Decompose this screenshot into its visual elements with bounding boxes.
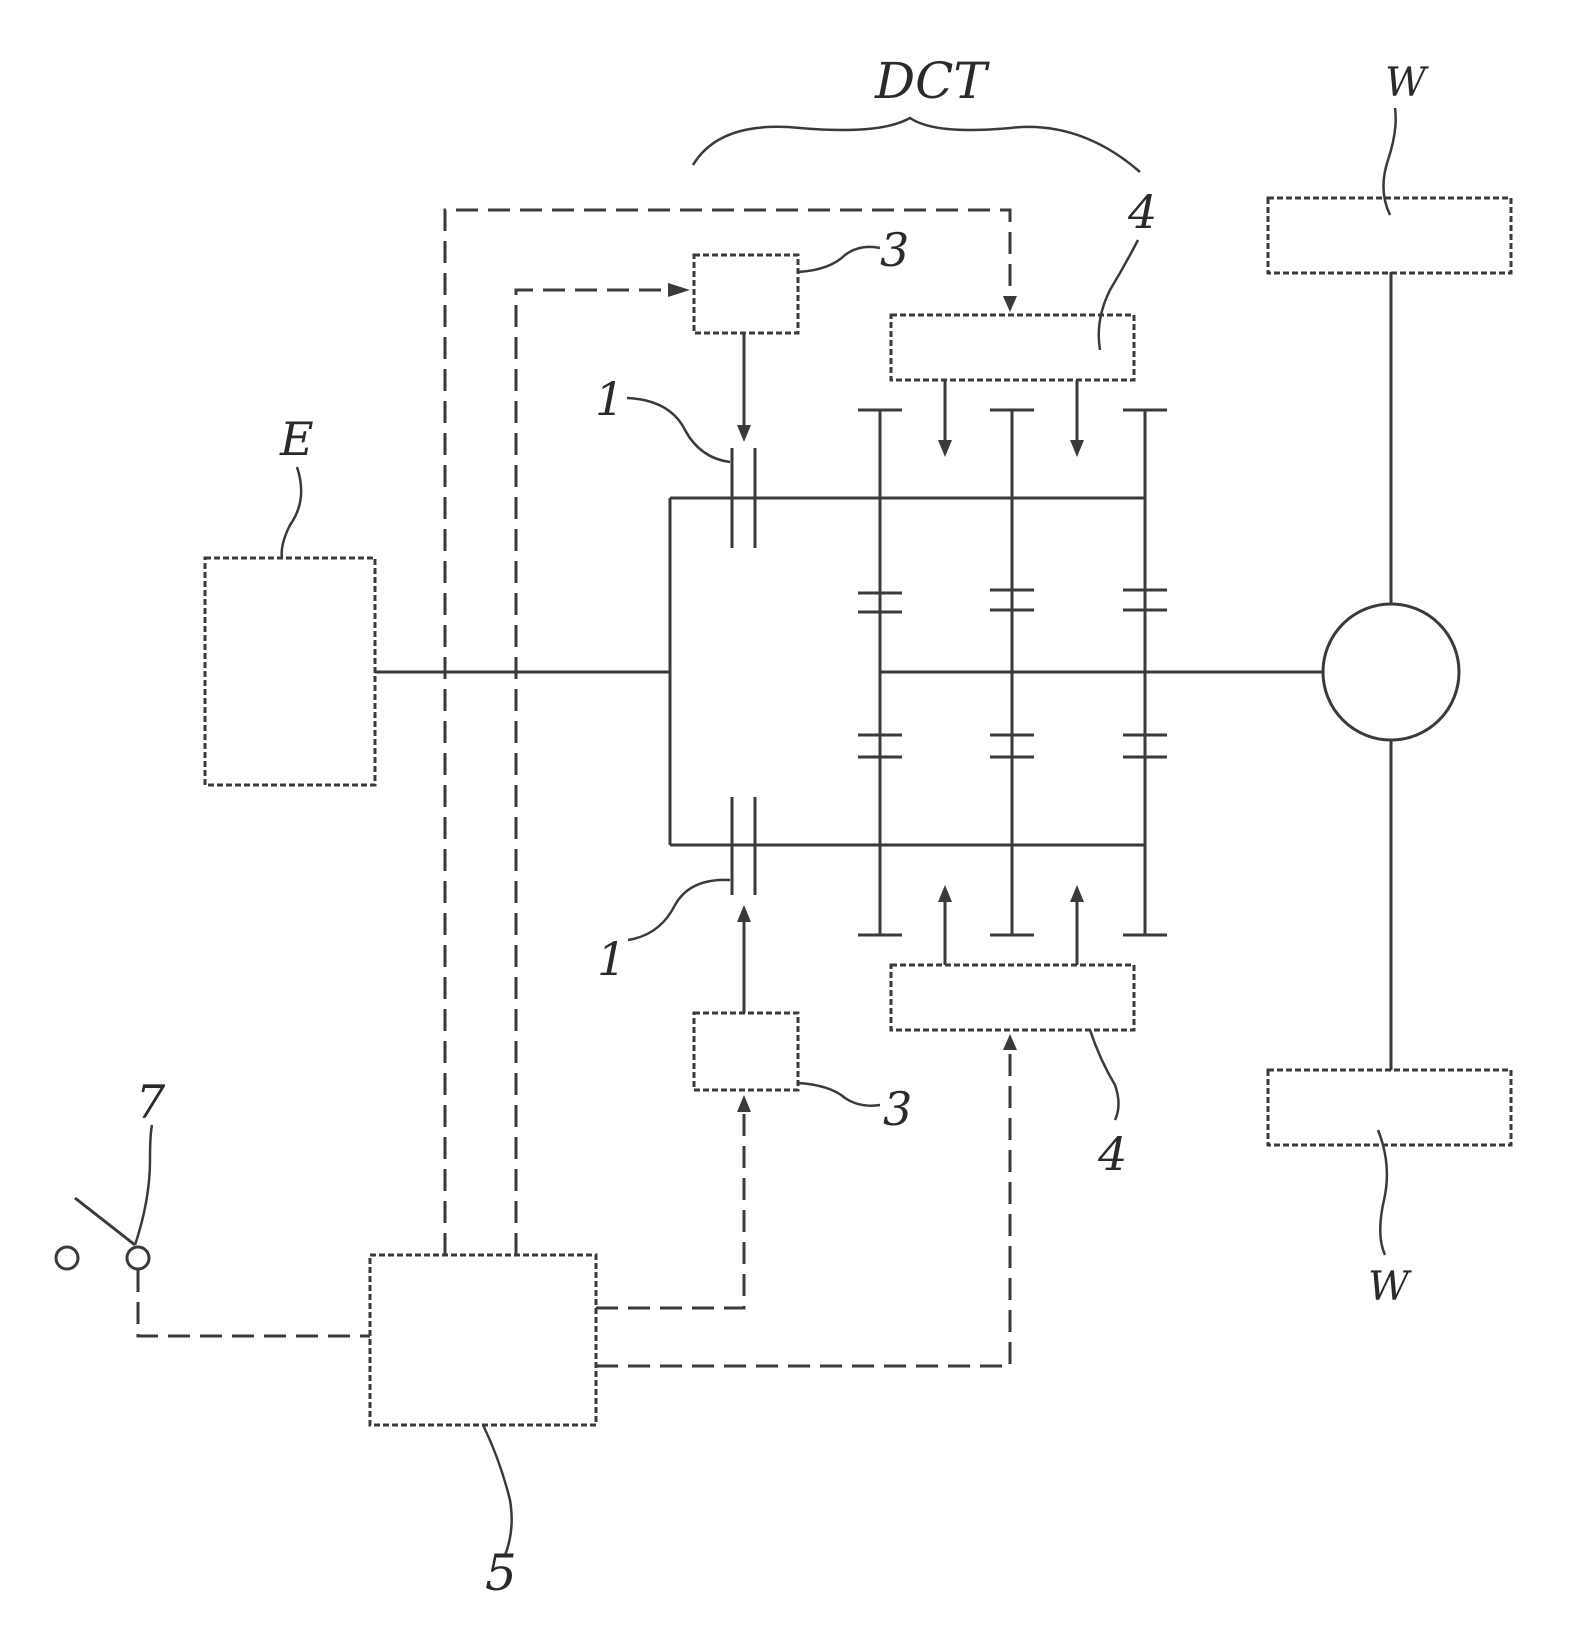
- shift-actuator-bottom-label: 4: [1097, 1127, 1127, 1181]
- clutch-bottom-label: 1: [597, 932, 626, 986]
- switch-leader: [135, 1125, 152, 1245]
- actuator-bottom-box: [694, 1013, 798, 1090]
- controller-label: 5: [485, 1544, 517, 1602]
- clutch-bottom-leader: [628, 880, 730, 940]
- wheel-top-label: W: [1385, 60, 1429, 106]
- dct-brace: [693, 118, 1140, 172]
- differential: [1323, 604, 1459, 740]
- engine-leader: [282, 467, 302, 558]
- engine-box: [205, 558, 375, 785]
- dct-label: DCT: [874, 52, 990, 110]
- switch-contact-right: [127, 1247, 149, 1269]
- engine-label: E: [279, 412, 314, 466]
- clutch-top-leader: [627, 398, 730, 462]
- switch-contact-left: [56, 1247, 78, 1269]
- actuator-bottom-leader: [798, 1083, 880, 1106]
- arrowhead-icon: [737, 905, 751, 922]
- shift-actuator-top-leader: [1099, 240, 1138, 350]
- wheel-top: [1268, 198, 1511, 273]
- actuator-bottom-label: 3: [883, 1082, 912, 1136]
- clutch-top-label: 1: [595, 372, 624, 426]
- shift-actuator-top-label: 4: [1127, 185, 1157, 239]
- wheel-bottom-label: W: [1368, 1264, 1412, 1310]
- arrowhead-icon: [737, 425, 751, 442]
- controller-box: [370, 1255, 596, 1425]
- shift-actuator-bottom-box: [891, 965, 1134, 1030]
- actuator-top-label: 3: [880, 223, 909, 277]
- actuator-top-leader: [798, 247, 880, 272]
- wheel-bottom: [1268, 1070, 1511, 1145]
- shift-actuator-top-box: [891, 315, 1134, 380]
- actuator-top-box: [694, 255, 798, 333]
- shift-actuator-bottom-leader: [1090, 1030, 1119, 1120]
- switch-label: 7: [136, 1075, 166, 1129]
- controller-leader: [483, 1425, 512, 1555]
- switch-lever: [75, 1198, 135, 1245]
- wheel-bottom-leader: [1378, 1130, 1387, 1255]
- control-arrowheads: [668, 283, 1017, 1112]
